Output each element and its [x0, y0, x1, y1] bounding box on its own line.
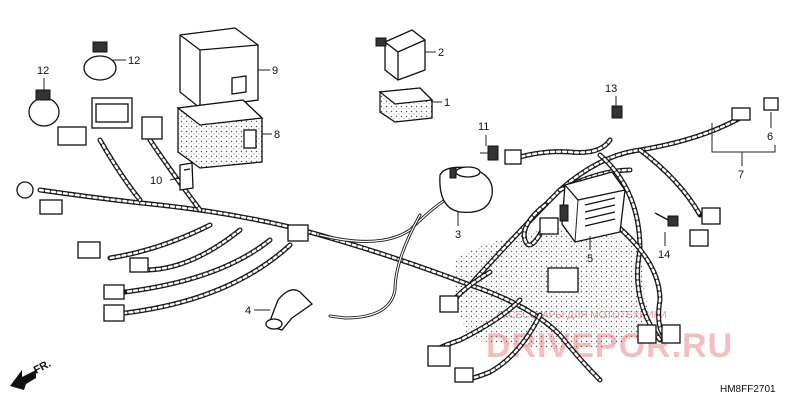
- callout-6: 6: [767, 131, 773, 143]
- part-4-spark-plug-cap: [265, 289, 314, 331]
- part-2-relay: [375, 29, 426, 81]
- connector-block-left: [16, 97, 309, 322]
- front-direction-indicator: FR.: [10, 358, 53, 390]
- callout-9: 9: [272, 65, 278, 77]
- part-13-bolt: [611, 105, 623, 119]
- part-8-holder: [176, 99, 264, 169]
- callout-13: 13: [605, 83, 617, 95]
- part-5-regulator-rectifier: [559, 171, 626, 243]
- callout-10: 10: [150, 175, 162, 187]
- part-14-bolt: [654, 212, 679, 227]
- callout-2: 2: [438, 47, 444, 59]
- part-3-starter-relay: [439, 166, 493, 214]
- part-1-socket: [378, 87, 434, 123]
- callouts: 1 2 3 4 5 6 7 8 9 10 11 12 12 13 14: [37, 47, 773, 317]
- part-12-band-left: [28, 89, 60, 127]
- callout-7: 7: [738, 169, 744, 181]
- part-10-clip: [179, 162, 194, 191]
- direction-arrow-icon: [10, 370, 36, 390]
- callout-12-left: 12: [37, 65, 49, 77]
- leader-lines: [43, 51, 776, 311]
- callout-12-upper: 12: [128, 55, 140, 67]
- part-6-connector: [731, 97, 779, 121]
- callout-8: 8: [274, 129, 280, 141]
- wire-harness-main: [37, 115, 743, 383]
- part-9-control-unit: [179, 27, 259, 109]
- watermark: АКСЕССУАРЫ ДЛЯ МОТОТЕХНИКИ DRIVEPOR.RU: [486, 310, 732, 365]
- callout-5: 5: [587, 253, 593, 265]
- callout-1: 1: [444, 97, 450, 109]
- part-12-band-upper: [83, 41, 117, 81]
- callout-14: 14: [658, 249, 670, 261]
- part-11-bolt: [480, 145, 499, 161]
- callout-4: 4: [245, 305, 251, 317]
- connectors-right: [427, 149, 721, 383]
- callout-3: 3: [455, 229, 461, 241]
- diagram-code: HM8FF2701: [720, 384, 776, 395]
- direction-label: FR.: [32, 358, 53, 377]
- callout-11: 11: [478, 121, 489, 133]
- watermark-tagline: АКСЕССУАРЫ ДЛЯ МОТОТЕХНИКИ: [496, 310, 667, 321]
